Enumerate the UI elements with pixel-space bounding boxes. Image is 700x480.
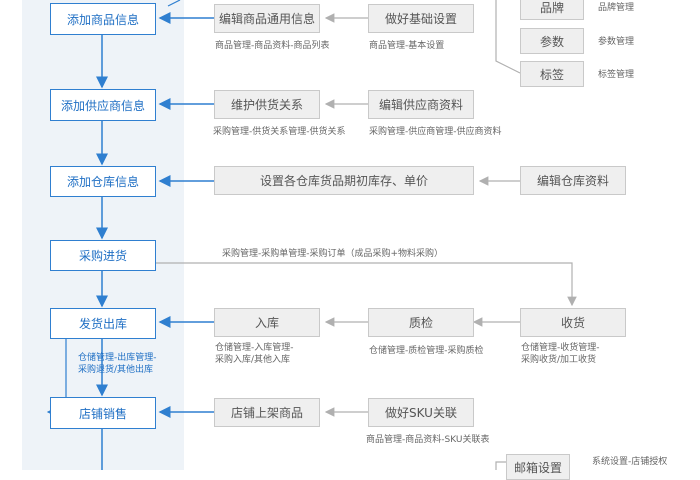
box-params: 参数 bbox=[520, 28, 584, 54]
step-add-product: 添加商品信息 bbox=[50, 3, 156, 35]
step-add-supplier: 添加供应商信息 bbox=[50, 89, 156, 121]
caption-edit-supplier: 采购管理-供应商管理-供应商资料 bbox=[369, 127, 502, 137]
caption-sku-link: 商品管理-商品资料-SKU关联表 bbox=[366, 435, 490, 445]
step-ship-out: 发货出库 bbox=[50, 308, 156, 339]
box-edit-supplier: 编辑供应商资料 bbox=[368, 90, 474, 119]
box-mail-settings: 邮箱设置 bbox=[506, 454, 570, 480]
box-quality-check: 质检 bbox=[368, 308, 474, 337]
caption-supply-relation: 采购管理-供货关系管理-供货关系 bbox=[213, 127, 346, 137]
step-purchase: 采购进货 bbox=[50, 240, 156, 271]
box-brand: 品牌 bbox=[520, 0, 584, 20]
caption-purchase-order: 采购管理-采购单管理-采购订单（成品采购+物料采购） bbox=[222, 249, 444, 259]
caption-inbound: 仓储管理-入库管理- 采购入库/其他入库 bbox=[215, 343, 294, 365]
box-store-listing: 店铺上架商品 bbox=[214, 398, 320, 427]
box-edit-product-info: 编辑商品通用信息 bbox=[214, 4, 320, 33]
box-supply-relation: 维护供货关系 bbox=[214, 90, 320, 119]
caption-params: 参数管理 bbox=[598, 37, 635, 47]
box-initial-stock: 设置各仓库货品期初库存、单价 bbox=[214, 166, 474, 195]
box-edit-warehouse: 编辑仓库资料 bbox=[520, 166, 626, 195]
caption-mail-settings: 系统设置-店铺授权 bbox=[592, 457, 668, 467]
flow-connectors bbox=[46, 0, 577, 470]
caption-edit-product-info: 商品管理-商品资料-商品列表 bbox=[215, 41, 330, 51]
step-add-warehouse: 添加仓库信息 bbox=[50, 166, 156, 197]
arrow-g15 bbox=[495, 461, 506, 470]
caption-receiving: 仓储管理-收货管理- 采购收货/加工收货 bbox=[521, 343, 600, 365]
box-inbound: 入库 bbox=[214, 308, 320, 337]
box-basic-settings: 做好基础设置 bbox=[368, 4, 474, 33]
box-sku-link: 做好SKU关联 bbox=[368, 398, 474, 427]
box-receiving: 收货 bbox=[520, 308, 626, 337]
caption-brand: 品牌管理 bbox=[598, 3, 635, 13]
step-store-sales: 店铺销售 bbox=[50, 397, 156, 429]
caption-outbound: 仓储管理-出库管理- 采购退货/其他出库 bbox=[78, 353, 157, 375]
caption-tags: 标签管理 bbox=[598, 70, 635, 80]
caption-basic-settings: 商品管理-基本设置 bbox=[369, 41, 445, 51]
arrow-s4-g9 bbox=[156, 262, 577, 307]
box-tags: 标签 bbox=[520, 61, 584, 87]
attribute-bracket bbox=[495, 0, 521, 74]
arrow-top-stub bbox=[167, 0, 181, 7]
caption-quality-check: 仓储管理-质检管理-采购质检 bbox=[369, 346, 484, 356]
